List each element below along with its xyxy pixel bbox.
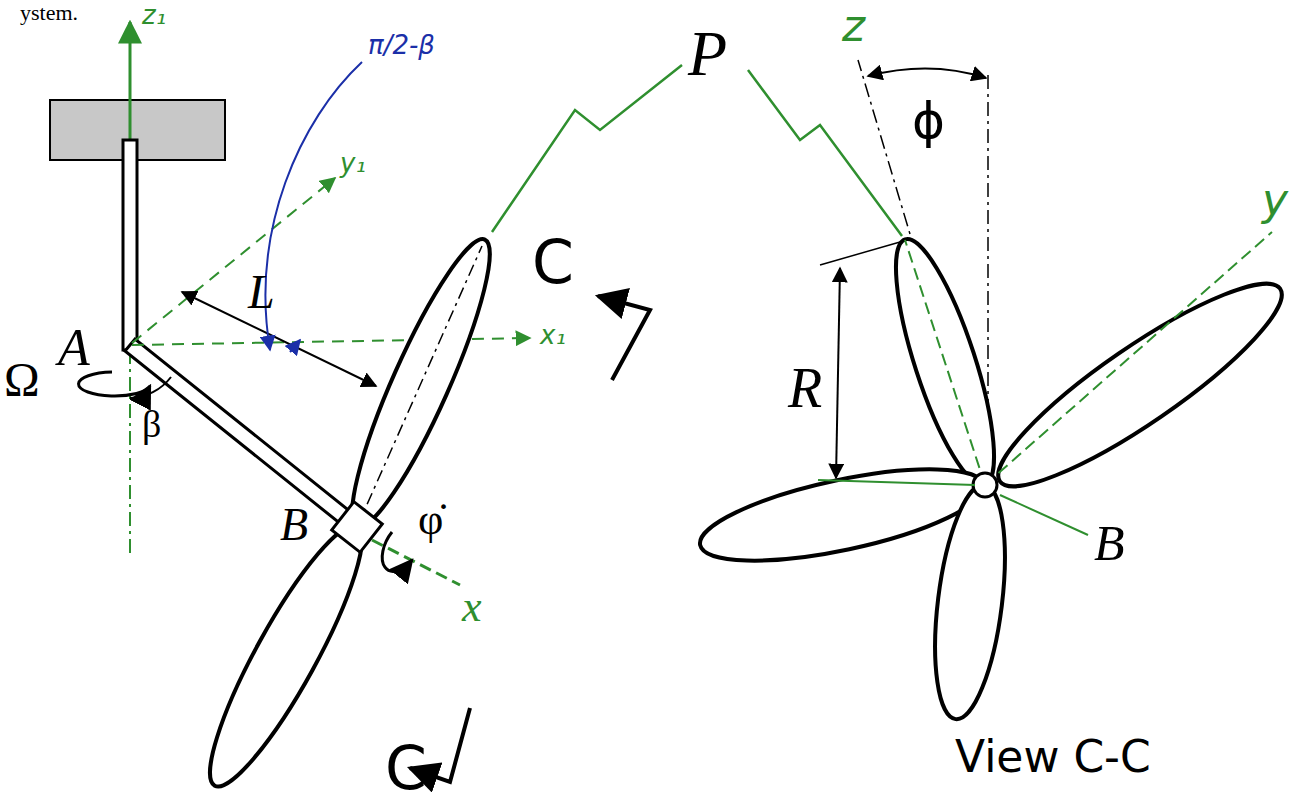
vertical-axis [129,350,131,555]
axis-label: y [1262,178,1288,222]
extension-line [818,480,975,485]
spin-arrow [382,532,412,571]
shaft [123,140,137,350]
axis-label: x₁ [540,322,566,348]
propeller-blade [188,512,383,800]
y-axis [985,232,1272,485]
leader-line [492,65,682,232]
section-marker [598,296,650,380]
angle-callout-arrow [266,62,362,350]
point-label: B [280,502,308,548]
propeller-blade [332,228,511,538]
angle-label: ϕ [912,96,945,146]
point-label: A [58,322,90,374]
z1-axis [129,22,132,140]
view-title: View C-C [955,735,1151,779]
angle-annotation: π/2-β [368,32,435,58]
rate-label: φ̇ [418,498,443,542]
leader-line [748,70,902,236]
hub [332,502,383,553]
length-dimension [182,292,376,386]
point-label: P [688,22,727,86]
propeller-blade [924,481,1016,723]
dimension-label: L [248,268,275,316]
axis-label: z₁ [142,2,166,28]
blade-axis [357,246,482,527]
leader-line [1000,495,1088,535]
cut-text: ystem. [20,2,78,24]
arm [125,339,362,533]
extension-line [820,242,900,265]
rate-label: Ω [4,356,40,404]
axis-label: z [842,4,865,48]
propeller-blade [978,257,1301,512]
radius-dimension [836,268,840,478]
axis-label: y₁ [340,150,366,176]
phi-arc [868,68,986,78]
axis-label: x [462,585,482,629]
omega-arrow [79,372,150,396]
dimension-label: R [788,360,822,416]
z-axis [905,240,985,485]
section-label: C [385,738,427,798]
y1-axis [132,178,335,343]
propeller-blade [877,230,1014,494]
point-label: B [1094,518,1125,568]
angle-callout-arrow [290,340,300,352]
section-label: C [532,232,574,292]
angle-label: β [142,405,161,443]
hub [973,473,997,497]
